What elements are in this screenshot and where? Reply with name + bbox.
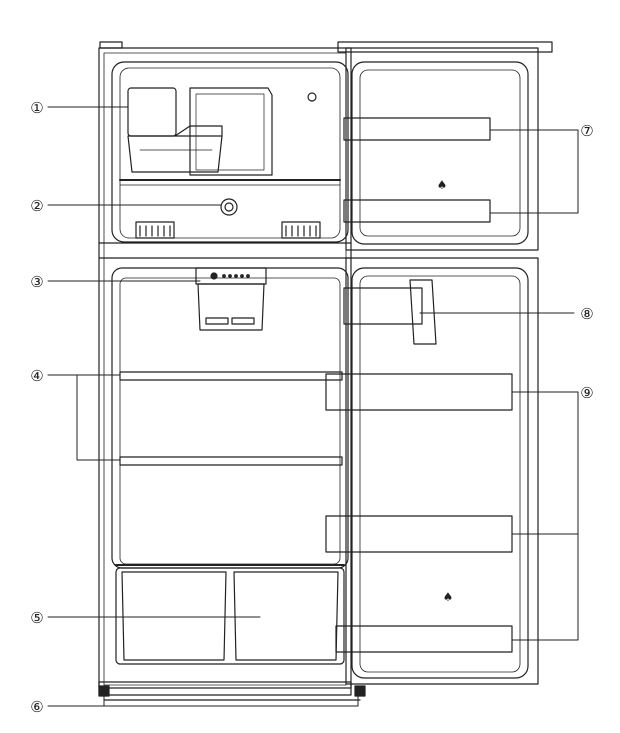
callout-1: ①	[30, 99, 43, 117]
callout-6: ⑥	[30, 698, 43, 716]
fresh-food-compartment	[111, 267, 349, 665]
ice-maker	[127, 87, 273, 176]
fresh-food-door	[325, 257, 539, 685]
control-light-unit	[195, 267, 267, 331]
callout-5: ⑤	[30, 609, 43, 627]
cabinet-body	[98, 41, 366, 701]
freezer-door-bin-upper	[343, 117, 491, 141]
crisper-drawers	[115, 564, 345, 665]
callout-7: ⑦	[580, 122, 593, 140]
callouts: ① ② ③ ④ ⑤ ⑥ ⑦ ⑧ ⑨	[30, 99, 593, 716]
freezer-door-mark: ♠	[437, 178, 448, 192]
freezer-door-bin-lower	[343, 199, 491, 223]
callout-8: ⑧	[580, 305, 593, 323]
door-bin-1	[325, 373, 513, 411]
freezer-fan	[220, 198, 238, 216]
callout-3: ③	[30, 273, 43, 291]
callout-2: ②	[30, 197, 43, 215]
freezer-door	[337, 41, 553, 251]
dairy-compartment	[343, 287, 423, 325]
leader-lines	[47, 106, 579, 707]
door-bin-2	[325, 515, 513, 553]
glass-shelves	[119, 371, 343, 466]
door-bin-3	[335, 625, 513, 653]
callout-9: ⑨	[580, 384, 593, 402]
callout-4: ④	[30, 367, 43, 385]
fresh-door-mark: ♠	[443, 590, 454, 604]
freezer-compartment	[111, 61, 349, 243]
